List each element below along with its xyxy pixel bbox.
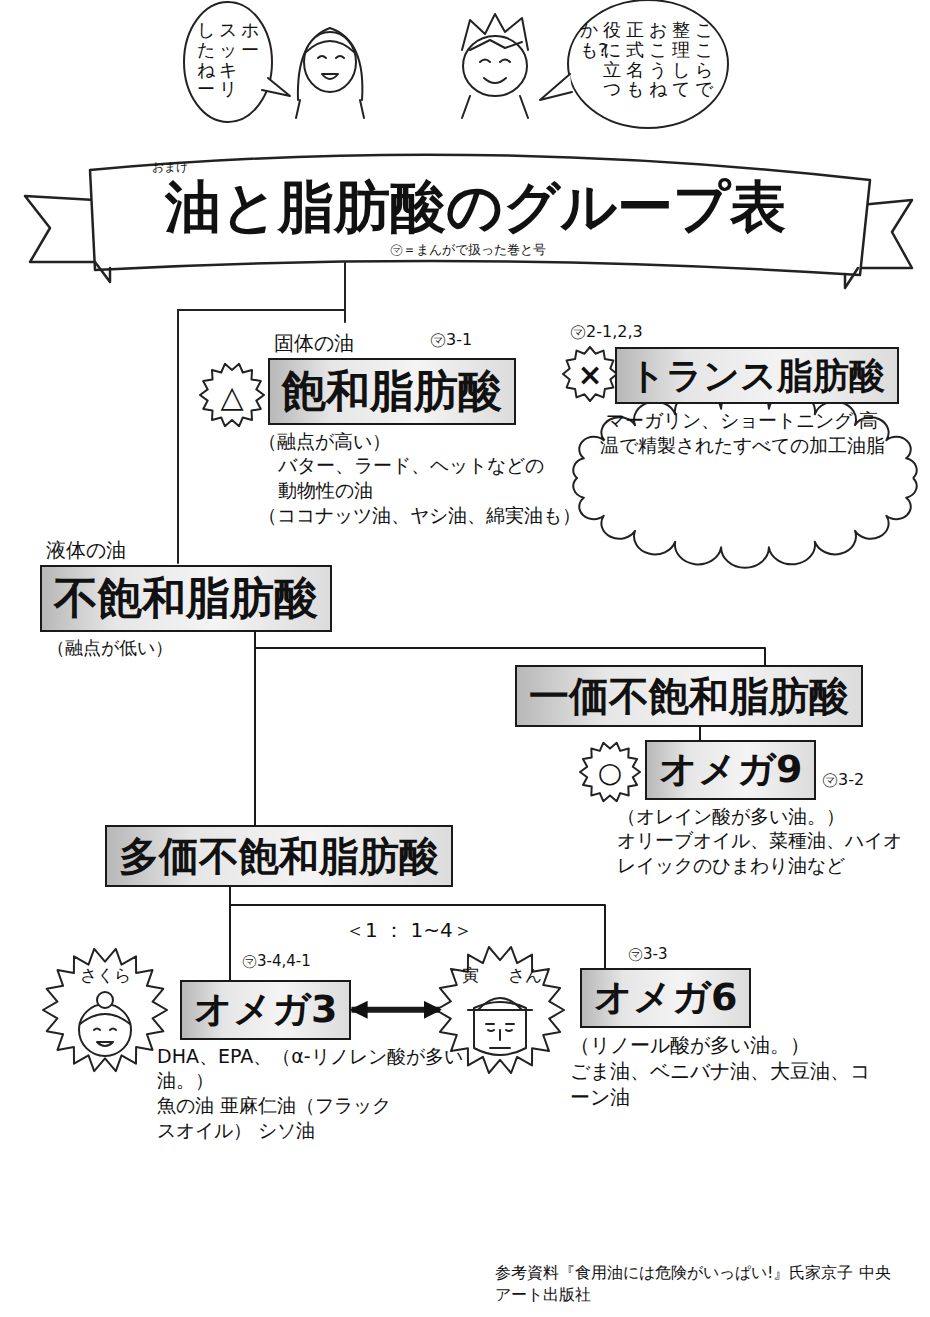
body-text: （融点が高い） <box>258 429 598 454</box>
tree-connector <box>254 632 256 825</box>
heading-text: 固体の油 <box>274 330 354 357</box>
symbol-mark: ○ <box>598 756 622 790</box>
note-label: ＜1 ： 1~4＞ <box>345 918 473 942</box>
body-text: （ココナッツ油、ヤシ油、綿実油も） <box>258 503 603 528</box>
body-text-group: マーガリン、ショートニング 高温で精製されたすべての加工油脂 <box>597 408 887 457</box>
boy-figure <box>462 14 528 118</box>
bubble-tail <box>262 78 290 96</box>
starburst <box>43 949 167 1071</box>
body-text: バター、ラード、ヘットなどの 動物性の油 <box>258 453 558 502</box>
body-text: ごま油、ベニバナ油、大豆油、コーン油 <box>570 1058 870 1110</box>
bubble-tail <box>540 74 572 100</box>
box-title: オメガ6 <box>594 975 737 1021</box>
body-text-group: （融点が高い）バター、ラード、ヘットなどの 動物性の油（ココナッツ油、ヤシ油、綿… <box>258 429 603 528</box>
box-title: 多価不飽和脂肪酸 <box>119 832 439 880</box>
speech-text: 役に立つ <box>603 20 621 99</box>
starburst <box>563 347 617 401</box>
name-text: さん <box>508 964 542 987</box>
group-box: 多価不飽和脂肪酸 <box>105 825 453 887</box>
note-label: 参考資料『食用油には危険がいっぱい!』氏家京子 中央アート出版社 <box>495 1262 905 1307</box>
box-title: 飽和脂肪酸 <box>282 365 502 418</box>
group-box: 固体の油飽和脂肪酸（融点が高い）バター、ラード、ヘットなどの 動物性の油（ココナ… <box>268 358 516 425</box>
body-text: オリーブオイル、菜種油、ハイオレイックのひまわり油など <box>617 828 912 877</box>
box-title: オメガ9 <box>659 747 802 793</box>
body-text: （リノール酸が多い油。） <box>570 1032 870 1058</box>
body-text: DHA、EPA、（α-リノレン酸が多い油。） <box>137 1044 482 1093</box>
cloud-outline <box>573 388 916 568</box>
body-text: （融点が低い） <box>47 636 247 659</box>
speech-text: かも? <box>580 20 598 60</box>
speech-text: ホー <box>241 20 259 60</box>
heading-text: 液体の油 <box>46 537 126 564</box>
body-text-group: （オレイン酸が多い油。）オリーブオイル、菜種油、ハイオレイックのひまわり油など <box>617 804 912 878</box>
body-text-group: DHA、EPA、（α-リノレン酸が多い油。）魚の油 亜麻仁油（フラックスオイル）… <box>137 1044 482 1143</box>
box-title: オメガ3 <box>194 987 337 1033</box>
note-label: ㋮＝まんがで扱った巻と号 <box>390 242 546 258</box>
speech-bubble <box>568 0 728 128</box>
body-text-group: （融点が低い） <box>47 636 247 659</box>
symbol-mark: △ <box>220 379 243 415</box>
note-label: ㋮3-3 <box>628 945 668 963</box>
group-box: オメガ9（オレイン酸が多い油。）オリーブオイル、菜種油、ハイオレイックのひまわり… <box>645 740 816 800</box>
note-label: ㋮3-1 <box>430 330 472 349</box>
title-text: 油と脂肪酸のグループ表 <box>20 176 930 238</box>
face-circle: 寅 さん <box>440 950 560 1070</box>
group-box: 液体の油不飽和脂肪酸（融点が低い） <box>40 565 332 632</box>
girl-figure <box>296 28 364 118</box>
tree-connector <box>699 727 701 740</box>
double-arrow <box>351 1007 440 1013</box>
body-text: マーガリン、ショートニング 高温で精製されたすべての加工油脂 <box>597 408 887 457</box>
speech-text: したねー <box>197 20 215 99</box>
speech-text: スッキリ <box>219 20 237 99</box>
speech-text: 正式名も <box>626 20 644 99</box>
speech-text: 整理して <box>672 20 690 99</box>
note-label: ㋮3-2 <box>822 770 864 789</box>
symbol-mark: × <box>577 357 602 393</box>
name-text: さくら <box>80 950 131 1070</box>
group-box: トランス脂肪酸マーガリン、ショートニング 高温で精製されたすべての加工油脂 <box>615 347 899 404</box>
body-text-group: （リノール酸が多い油。）ごま油、ベニバナ油、大豆油、コーン油 <box>570 1032 870 1110</box>
group-box: オメガ3DHA、EPA、（α-リノレン酸が多い油。）魚の油 亜麻仁油（フラックス… <box>180 980 351 1040</box>
starburst <box>580 743 640 801</box>
note-label: ㋮2-1,2,3 <box>570 322 643 341</box>
body-text: （オレイン酸が多い油。） <box>617 804 912 829</box>
box-title: 一価不飽和脂肪酸 <box>529 672 849 720</box>
tora-face <box>468 998 532 1055</box>
starburst <box>200 364 264 426</box>
box-title: 不飽和脂肪酸 <box>54 572 318 625</box>
sakura-face <box>79 992 131 1056</box>
group-box: オメガ6（リノール酸が多い油。）ごま油、ベニバナ油、大豆油、コーン油 <box>580 968 751 1028</box>
name-text: 寅 <box>462 964 479 987</box>
group-box: 一価不飽和脂肪酸 <box>515 665 863 727</box>
speech-bubble <box>184 2 272 122</box>
tree-connector <box>255 632 765 665</box>
body-text: 魚の油 亜麻仁油（フラックスオイル） シソ油 <box>137 1093 399 1142</box>
speech-text: ここらで <box>695 20 713 99</box>
note-label: おまけ <box>152 160 188 174</box>
box-title: トランス脂肪酸 <box>629 354 885 397</box>
note-label: ㋮3-4,4-1 <box>242 952 311 970</box>
speech-text: おこうね <box>649 20 667 99</box>
face-circle: さくら <box>45 950 165 1070</box>
